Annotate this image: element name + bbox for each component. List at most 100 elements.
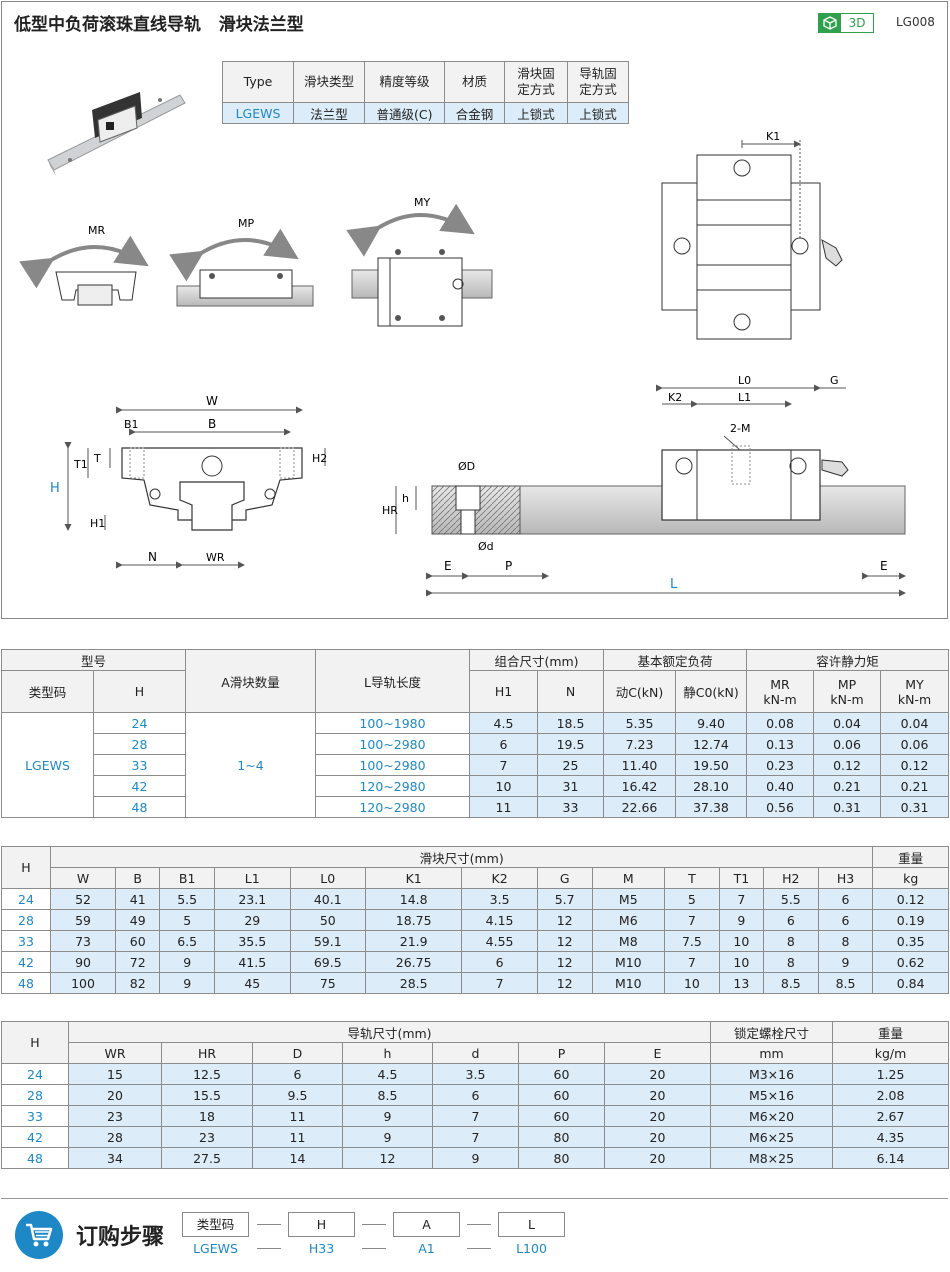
value-cell: 20 bbox=[604, 1105, 711, 1127]
value-cell: 60 bbox=[115, 930, 161, 952]
h2-label: H2 bbox=[312, 452, 327, 465]
value-cell: 5.5 bbox=[159, 888, 216, 910]
value-cell: 8 bbox=[762, 930, 819, 952]
value-cell: 28.5 bbox=[365, 972, 463, 994]
value-cell: 0.04 bbox=[813, 712, 881, 734]
h-label: H bbox=[50, 481, 60, 496]
value-cell: 8 bbox=[817, 930, 874, 952]
col-mr: MR kN-m bbox=[746, 670, 814, 713]
col-unit: kg/m bbox=[832, 1042, 949, 1064]
value-cell: 26.75 bbox=[365, 951, 463, 973]
value-cell: 7 bbox=[461, 972, 538, 994]
spec-header: 滑块类型 bbox=[293, 61, 365, 103]
h-cell: 28 bbox=[1, 909, 51, 931]
value-cell: 75 bbox=[289, 972, 367, 994]
step-type-box: 类型码 bbox=[182, 1212, 249, 1237]
value-cell: 12 bbox=[536, 951, 593, 973]
value-cell: 0.31 bbox=[813, 796, 881, 818]
value-cell: 9 bbox=[159, 951, 216, 973]
col-header: B bbox=[115, 867, 161, 889]
value-cell: 15.5 bbox=[161, 1084, 253, 1106]
spec-table: Type 滑块类型 精度等级 材质 滑块固 定方式 导轨固 定方式 LGEWS … bbox=[222, 61, 629, 124]
value-cell: 18.5 bbox=[537, 712, 604, 734]
col-weight: 重量 bbox=[832, 1021, 949, 1043]
l-cell: 100~2980 bbox=[315, 754, 470, 776]
value-cell: 0.31 bbox=[880, 796, 949, 818]
value-cell: 0.04 bbox=[880, 712, 949, 734]
value-cell: 49 bbox=[115, 909, 161, 931]
value-cell: 12.5 bbox=[161, 1063, 253, 1085]
hr-label: HR bbox=[382, 504, 398, 517]
l-cell: 120~2980 bbox=[315, 775, 470, 797]
value-cell: 59 bbox=[49, 909, 117, 931]
step-l-value: L100 bbox=[516, 1241, 547, 1256]
value-cell: 7 bbox=[718, 888, 764, 910]
spec-header: 导轨固 定方式 bbox=[567, 61, 629, 103]
value-cell: 20 bbox=[604, 1147, 711, 1169]
col-my: MY kN-m bbox=[880, 670, 949, 713]
value-cell: 4.35 bbox=[832, 1126, 949, 1148]
value-cell: 5.35 bbox=[603, 712, 676, 734]
step-connector bbox=[257, 1248, 281, 1249]
col-l: L导轨长度 bbox=[315, 649, 470, 713]
value-cell: 15 bbox=[68, 1063, 162, 1085]
col-header: K2 bbox=[461, 867, 538, 889]
value-cell: 80 bbox=[518, 1126, 605, 1148]
col-c: 动C(kN) bbox=[603, 670, 676, 713]
value-cell: 5.7 bbox=[536, 888, 593, 910]
k1-label: K1 bbox=[766, 130, 780, 143]
p-label: P bbox=[505, 559, 512, 573]
value-cell: 6 bbox=[432, 1084, 519, 1106]
value-cell: 20 bbox=[68, 1084, 162, 1106]
col-h: H bbox=[93, 670, 186, 713]
value-cell: 9.40 bbox=[675, 712, 747, 734]
g-label: G bbox=[830, 374, 839, 387]
value-cell: 29 bbox=[214, 909, 291, 931]
e-label-left: E bbox=[444, 559, 452, 573]
value-cell: 9 bbox=[342, 1105, 433, 1127]
value-cell: 10 bbox=[469, 775, 538, 797]
value-cell: 7 bbox=[664, 951, 720, 973]
value-cell: 8.5 bbox=[762, 972, 819, 994]
value-cell: M6 bbox=[591, 909, 666, 931]
col-header: T bbox=[664, 867, 720, 889]
value-cell: 11 bbox=[252, 1126, 343, 1148]
value-cell: 11 bbox=[252, 1105, 343, 1127]
value-cell: 0.62 bbox=[872, 951, 949, 973]
value-cell: 19.50 bbox=[675, 754, 747, 776]
step-connector bbox=[467, 1248, 491, 1249]
value-cell: 20 bbox=[604, 1063, 711, 1085]
col-header: H2 bbox=[762, 867, 819, 889]
value-cell: 0.23 bbox=[746, 754, 814, 776]
step-type-value: LGEWS bbox=[193, 1241, 238, 1256]
col-header: h bbox=[342, 1042, 433, 1064]
col-header: W bbox=[49, 867, 117, 889]
value-cell: 0.35 bbox=[872, 930, 949, 952]
value-cell: 13 bbox=[718, 972, 764, 994]
t-label: T bbox=[93, 452, 101, 465]
b1-label: B1 bbox=[124, 418, 139, 431]
n-label: N bbox=[148, 550, 157, 564]
value-cell: M8 bbox=[591, 930, 666, 952]
step-connector bbox=[362, 1248, 386, 1249]
spec-cell: 上锁式 bbox=[567, 102, 629, 124]
cart-icon bbox=[15, 1211, 63, 1259]
l-cell: 120~2980 bbox=[315, 796, 470, 818]
h-cell: 24 bbox=[1, 888, 51, 910]
moment-mp-diagram: MP bbox=[169, 217, 314, 307]
value-cell: 5.5 bbox=[762, 888, 819, 910]
value-cell: 82 bbox=[115, 972, 161, 994]
col-header: d bbox=[432, 1042, 519, 1064]
h-cell: 42 bbox=[1, 951, 51, 973]
l-label: L bbox=[670, 577, 678, 592]
3d-button[interactable]: 3D bbox=[818, 13, 874, 33]
t1-label: T1 bbox=[73, 458, 88, 471]
